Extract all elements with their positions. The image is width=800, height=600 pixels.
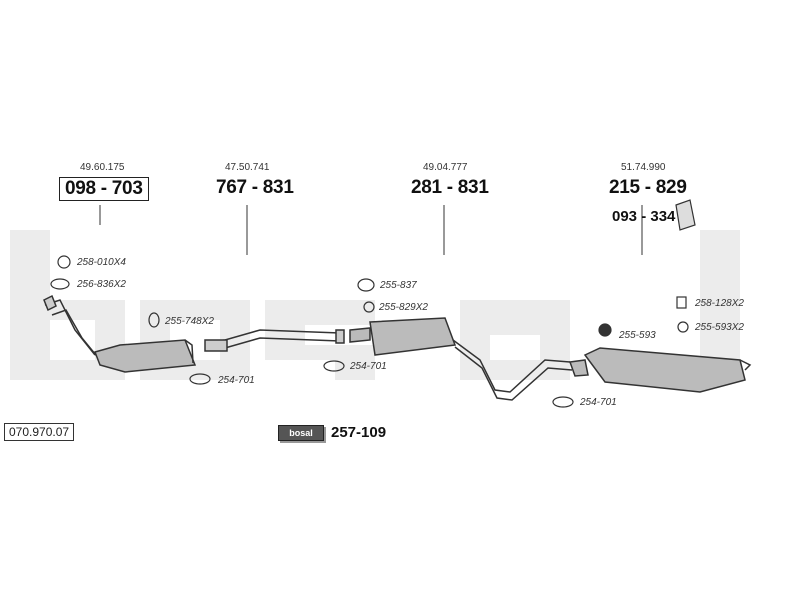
clamp-icon [189,373,211,385]
rear-bracket-icon [675,199,696,231]
accessory-label[interactable]: 256-836X2 [77,279,126,290]
clamp-icon [323,360,345,372]
catalog-number: 070.970.07 [4,423,75,441]
accessory-label[interactable]: 255-837 [380,280,417,291]
accessory-label[interactable]: 255-593X2 [695,322,744,333]
group2-part-number[interactable]: 767 - 831 [216,177,294,198]
mount-icon [677,321,689,333]
gasket-icon [148,312,160,328]
center-muffler [349,317,573,401]
group3-part-number[interactable]: 281 - 831 [411,177,489,198]
ring-icon [363,301,375,313]
nut-icon [57,255,71,269]
group2-ref: 47.50.741 [225,162,270,173]
kit-part-number[interactable]: 257-109 [331,424,387,441]
gasket-icon [50,278,70,290]
accessory-label[interactable]: 258-010X4 [77,257,126,268]
accessory-label[interactable]: 255-829X2 [379,302,428,313]
accessory-label[interactable]: 254-701 [350,361,387,372]
group4-part-number[interactable]: 215 - 829 [609,177,687,198]
rear-muffler [568,347,752,393]
accessory-label[interactable]: 258-128X2 [695,298,744,309]
clamp-icon [552,396,574,408]
intermediate-pipe [204,329,345,352]
accessory-label[interactable]: 254-701 [218,375,255,386]
group1-ref: 49.60.175 [80,162,125,173]
front-pipe-catalyst [43,294,197,373]
bosal-kit-badge: bosal [278,425,324,441]
accessory-label[interactable]: 255-748X2 [165,316,214,327]
mount-icon [598,323,612,337]
accessory-label[interactable]: 255-593 [619,330,656,341]
group3-ref: 49.04.777 [423,162,468,173]
accessory-label[interactable]: 254-701 [580,397,617,408]
gasket-icon [357,278,375,292]
group4-ref: 51.74.990 [621,162,666,173]
bracket-icon [676,296,687,309]
rear-bracket-part-number[interactable]: 093 - 334 [612,208,676,225]
group1-part-number[interactable]: 098 - 703 [59,177,149,201]
